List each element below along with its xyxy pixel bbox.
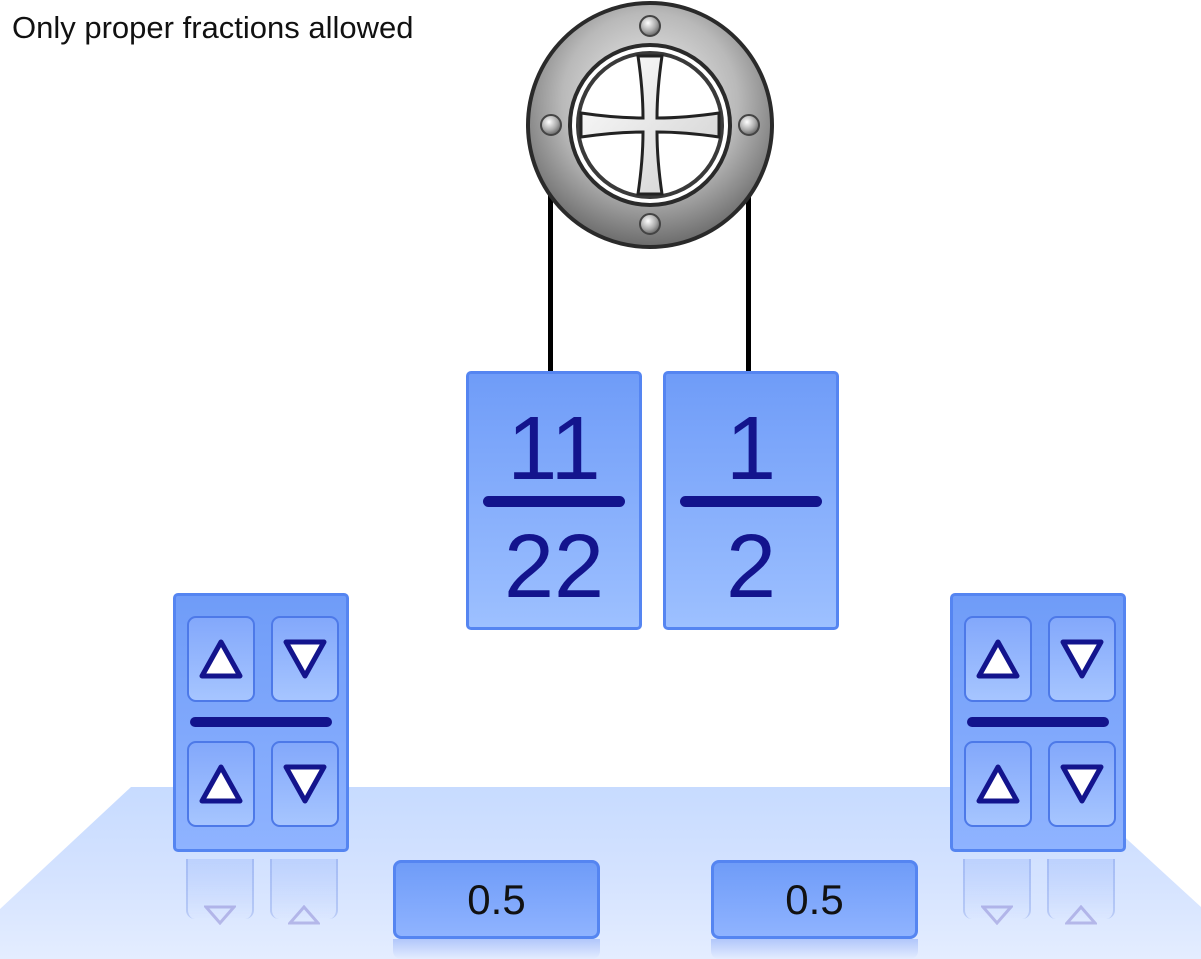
left-fraction-denominator: 22 — [503, 517, 605, 617]
left-controller-bar — [190, 717, 332, 727]
right-fraction-controller — [950, 593, 1126, 852]
right-decimal-reflection — [711, 939, 918, 959]
right-rope — [746, 190, 751, 373]
left-numerator-down-button[interactable] — [271, 616, 339, 702]
triangle-up-icon — [199, 639, 243, 679]
right-denominator-up-button[interactable] — [964, 741, 1032, 827]
left-controller-reflection — [173, 855, 349, 959]
right-fraction-bar — [680, 496, 822, 507]
left-fraction-controller — [173, 593, 349, 852]
triangle-up-icon — [976, 639, 1020, 679]
right-numerator-up-button[interactable] — [964, 616, 1032, 702]
left-denominator-up-button[interactable] — [187, 741, 255, 827]
triangle-down-reflection-icon — [981, 905, 1013, 925]
triangle-up-reflection-icon — [1065, 905, 1097, 925]
triangle-down-icon — [283, 764, 327, 804]
right-denominator-down-button[interactable] — [1048, 741, 1116, 827]
triangle-up-reflection-icon — [288, 905, 320, 925]
triangle-up-icon — [976, 764, 1020, 804]
right-fraction-card: 1 2 — [663, 371, 839, 630]
triangle-down-icon — [283, 639, 327, 679]
reflection-button — [270, 859, 338, 925]
reflection-button — [1047, 859, 1115, 925]
left-numerator-up-button[interactable] — [187, 616, 255, 702]
left-fraction-card: 11 22 — [466, 371, 642, 630]
left-rope — [548, 190, 553, 373]
proper-fractions-notice: Only proper fractions allowed — [12, 10, 414, 45]
triangle-up-icon — [199, 764, 243, 804]
triangle-down-icon — [1060, 764, 1104, 804]
left-fraction-bar — [483, 496, 625, 507]
right-fraction-denominator: 2 — [725, 517, 777, 617]
right-decimal-value: 0.5 — [711, 860, 918, 939]
left-decimal-reflection — [393, 939, 600, 959]
left-decimal-value: 0.5 — [393, 860, 600, 939]
left-denominator-down-button[interactable] — [271, 741, 339, 827]
right-controller-bar — [967, 717, 1109, 727]
pulley-wheel-icon — [526, 1, 774, 249]
right-numerator-down-button[interactable] — [1048, 616, 1116, 702]
triangle-down-reflection-icon — [204, 905, 236, 925]
triangle-down-icon — [1060, 639, 1104, 679]
right-controller-reflection — [950, 855, 1126, 959]
reflection-button — [186, 859, 254, 925]
right-fraction-numerator: 1 — [725, 399, 777, 499]
reflection-button — [963, 859, 1031, 925]
left-fraction-numerator: 11 — [507, 399, 601, 499]
